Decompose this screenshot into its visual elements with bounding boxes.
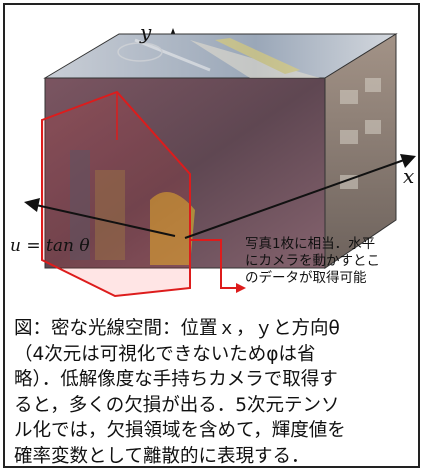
annotation-line: のデータが取得可能 [245, 270, 367, 286]
caption-line: 図：密な光線空間：位置ｘ，ｙと方向θ [14, 318, 340, 339]
caption-line: 確率変数として離散的に表現する． [14, 445, 310, 467]
caption-line: （4次元は可視化できないためφは省 [14, 343, 316, 365]
caption-line: ル化では，欠損領域を含めて，輝度値を [14, 420, 346, 441]
u-axis [35, 204, 176, 237]
annotation-pointer-arrowhead [236, 283, 246, 293]
annotation-pointer [190, 239, 238, 289]
u-tan-theta-label: u = tan θ [10, 236, 90, 256]
light-field-diagram [24, 28, 416, 298]
caption-line: 略）．低解像度な手持ちカメラで取得す [14, 369, 338, 390]
x-axis [184, 159, 405, 239]
u-axis-arrowhead [24, 198, 40, 212]
axis-x-label: x [403, 164, 415, 188]
annotation-line: にカメラを動かすとこ [245, 253, 380, 269]
caption-line: ると，多くの欠損が出る．5次元テンソ [14, 394, 340, 416]
figure-caption: 図：密な光線空間：位置ｘ，ｙと方向θ （4次元は可視化できないためφは省 略）．… [14, 316, 414, 469]
axis-y-label: y [140, 20, 152, 44]
slice-annotation: 写真1枚に相当．水平 にカメラを動かすとこ のデータが取得可能 [245, 236, 425, 287]
annotation-line: 写真1枚に相当．水平 [245, 236, 376, 252]
scene-texture [70, 38, 381, 265]
x-axis-arrowhead [400, 154, 416, 168]
